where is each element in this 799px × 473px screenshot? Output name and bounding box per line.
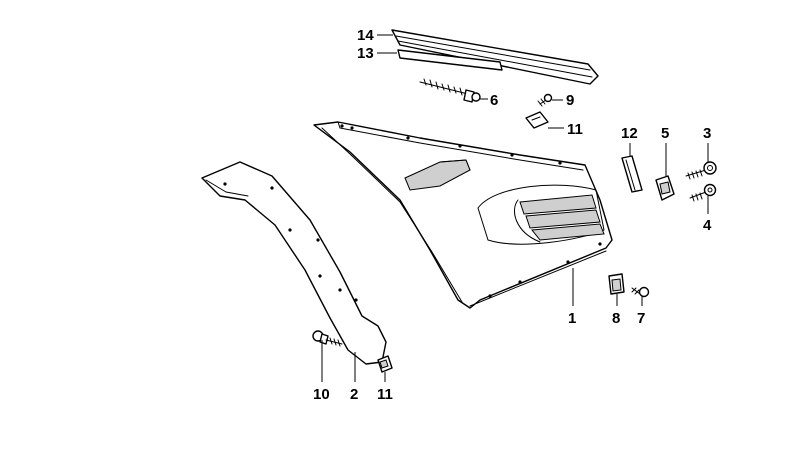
part-7-screw[interactable]: [631, 286, 650, 298]
part-10-screw[interactable]: [312, 330, 343, 347]
part-3-bolt[interactable]: [685, 161, 717, 180]
part-4-bolt[interactable]: [689, 183, 717, 202]
part-6-screw[interactable]: [419, 78, 481, 103]
part-8-clip-nut[interactable]: [608, 273, 625, 295]
callout-8: 8: [612, 310, 620, 327]
callout-9: 9: [566, 92, 574, 109]
part-12-pad-strip[interactable]: [621, 155, 643, 193]
part-1-side-panel[interactable]: [313, 121, 613, 309]
part-11-clip-nut-lower[interactable]: [377, 355, 393, 373]
callout-7: 7: [637, 310, 645, 327]
callout-12: 12: [621, 125, 638, 142]
callout-1: 1: [568, 310, 576, 327]
callout-labels: 14 13 6 9 11 12 5 3 4 1 8 7 10 2 11: [313, 27, 712, 403]
part-13-trim-strip[interactable]: [397, 49, 503, 71]
leader-lines: [321, 34, 709, 382]
part-11-clip-nut-upper[interactable]: [525, 111, 549, 129]
callout-2: 2: [350, 386, 358, 403]
part-5-clip[interactable]: [655, 175, 675, 201]
callout-10: 10: [313, 386, 330, 403]
callout-13: 13: [357, 45, 374, 62]
callout-11-upper: 11: [567, 121, 583, 138]
callout-6: 6: [490, 92, 498, 109]
callout-5: 5: [661, 125, 669, 142]
callout-11-lower: 11: [377, 386, 393, 403]
part-9-small-screw[interactable]: [537, 93, 553, 107]
callout-14: 14: [357, 27, 374, 44]
callout-3: 3: [703, 125, 711, 142]
part-2-wheel-arch-trim[interactable]: [201, 161, 387, 365]
part-14-seal-strip[interactable]: [391, 29, 599, 85]
callout-4: 4: [703, 217, 712, 234]
